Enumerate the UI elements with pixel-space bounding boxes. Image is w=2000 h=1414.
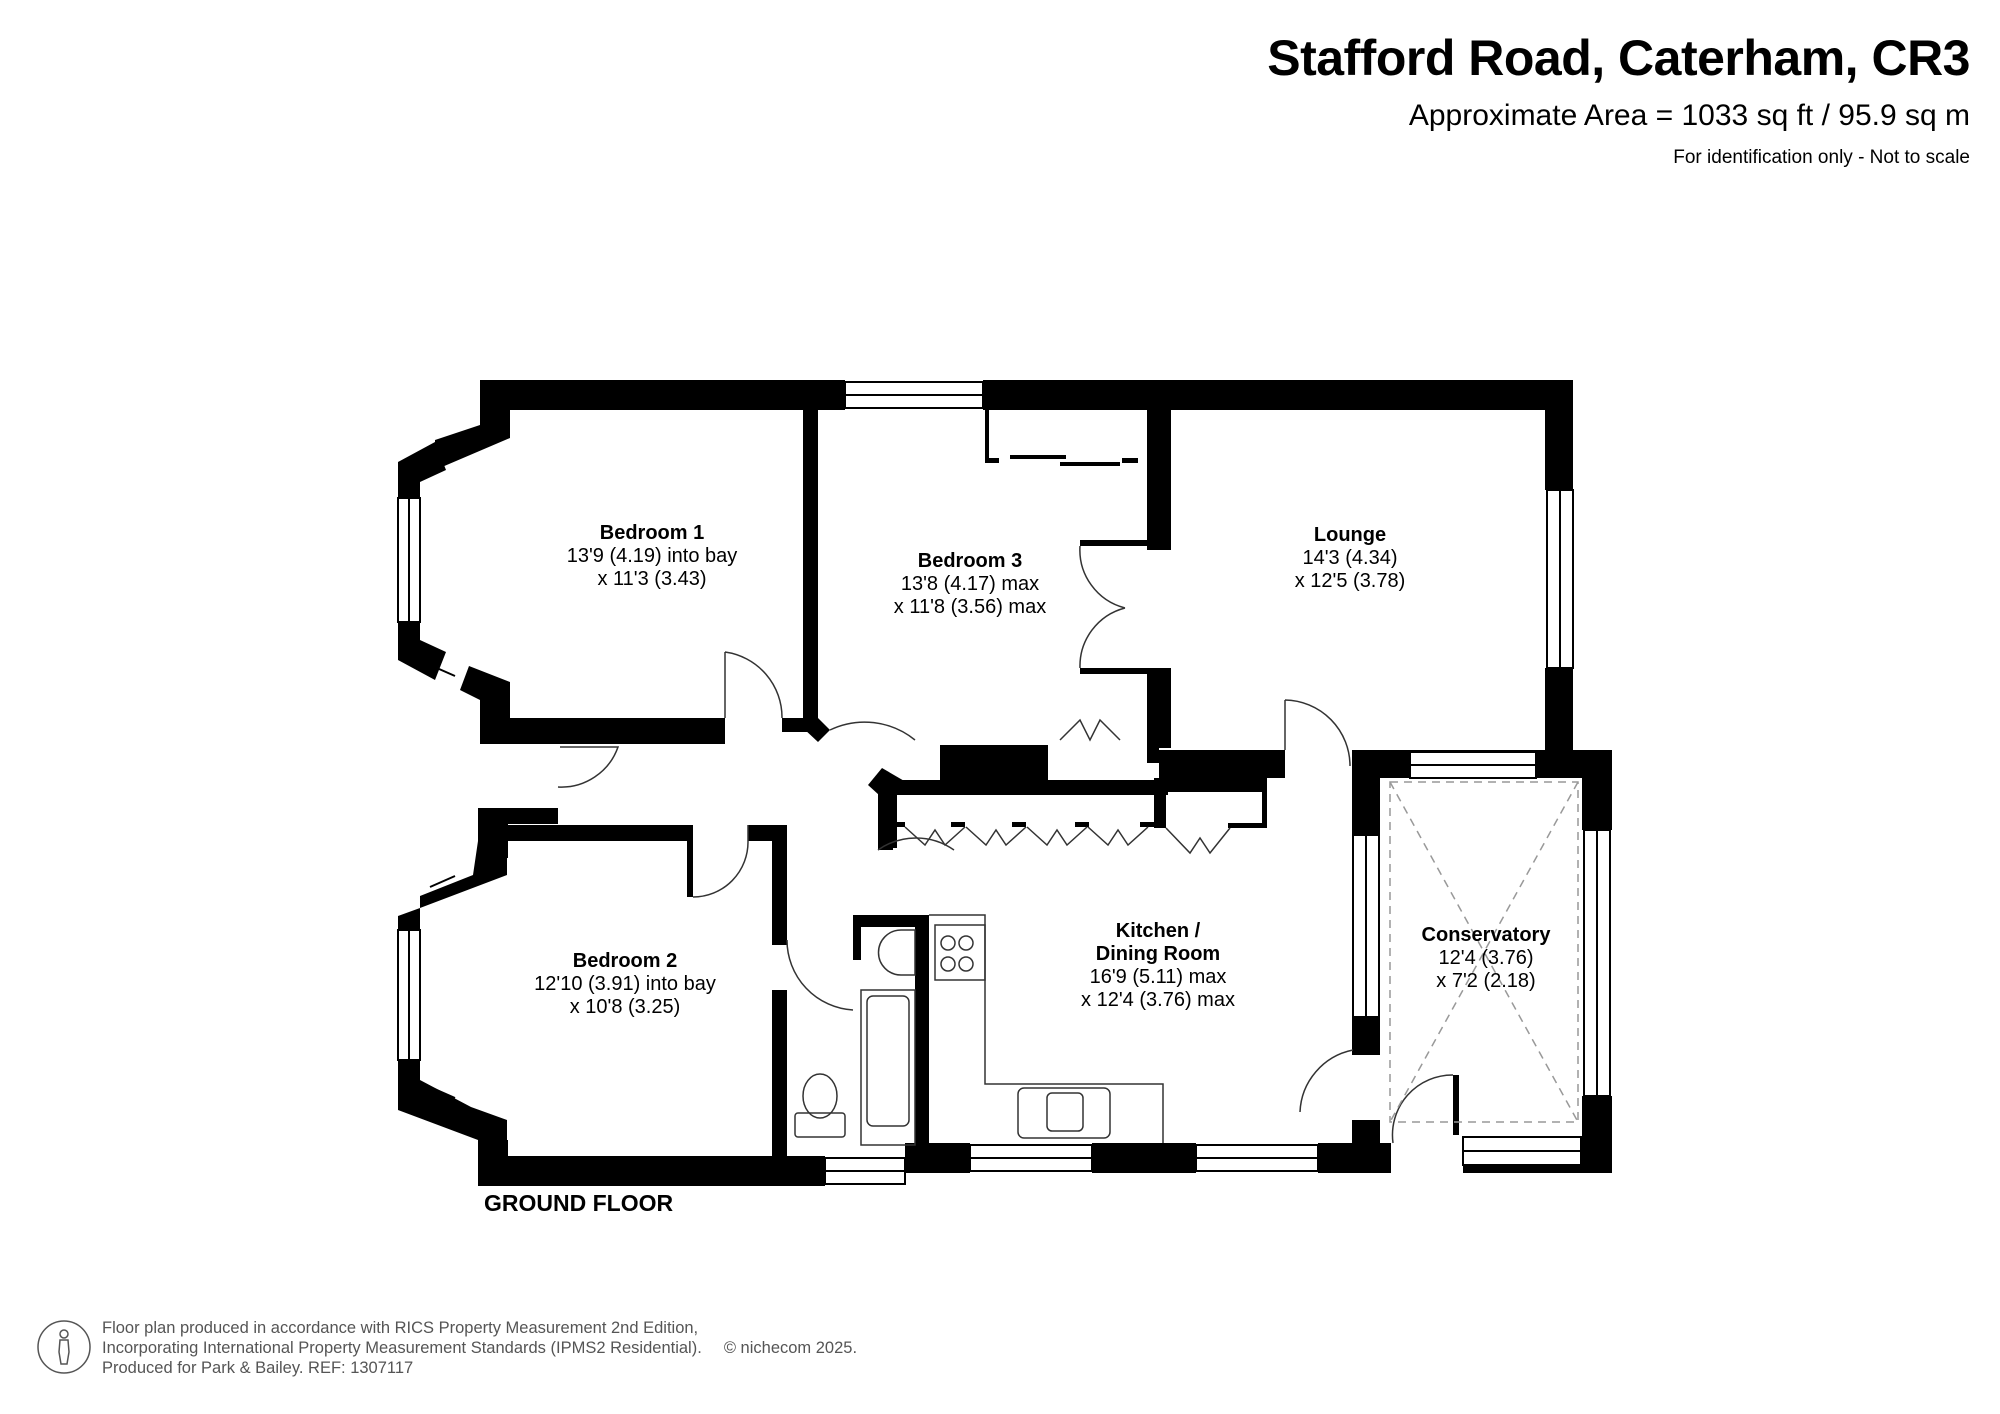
footer-line: Incorporating International Property Mea… — [102, 1338, 857, 1358]
room-dimension: x 11'8 (3.56) max — [893, 596, 1047, 618]
toilet-icon — [802, 1073, 838, 1119]
room-label-conservatory: Conservatory 12'4 (3.76) x 7'2 (2.18) — [1422, 924, 1551, 993]
room-name: Kitchen / — [1115, 920, 1201, 942]
room-dimension: x 11'3 (3.43) — [597, 568, 707, 590]
door-swings — [557, 545, 1454, 1144]
room-dimension: x 12'4 (3.76) max — [1081, 989, 1235, 1011]
bath-icon — [860, 989, 916, 1146]
sink-icon — [1017, 1087, 1111, 1139]
hob-icon — [934, 924, 986, 981]
room-name: Bedroom 2 — [572, 950, 678, 972]
walls — [398, 380, 1612, 1186]
windows — [397, 381, 1611, 1185]
copyright: © nichecom 2025. — [723, 1339, 858, 1357]
footer-text: Floor plan produced in accordance with R… — [102, 1318, 857, 1378]
plan-header: Stafford Road, Caterham, CR3 Approximate… — [1267, 28, 1970, 170]
room-dimension: x 12'5 (3.78) — [1294, 570, 1406, 592]
room-dimension: 12'10 (3.91) into bay — [534, 973, 716, 995]
room-name: Bedroom 1 — [599, 522, 705, 544]
room-dimension: x 10'8 (3.25) — [569, 996, 681, 1018]
room-label-kitchen-dining: Kitchen / Dining Room 16'9 (5.11) max x … — [1081, 920, 1235, 1012]
room-dimension: x 7'2 (2.18) — [1436, 970, 1536, 992]
scale-disclaimer: For identification only - Not to scale — [1673, 147, 1970, 168]
approximate-area: Approximate Area = 1033 sq ft / 95.9 sq … — [1408, 99, 1970, 132]
room-name: Dining Room — [1095, 943, 1221, 965]
room-dimension: 13'8 (4.17) max — [900, 573, 1040, 595]
room-dimension: 14'3 (4.34) — [1302, 547, 1398, 569]
room-dimension: 12'4 (3.76) — [1438, 947, 1534, 969]
footer: Floor plan produced in accordance with R… — [36, 1318, 857, 1378]
room-label-bedroom-3: Bedroom 3 13'8 (4.17) max x 11'8 (3.56) … — [894, 550, 1046, 619]
footer-line-text: Incorporating International Property Mea… — [102, 1339, 702, 1357]
footer-line: Floor plan produced in accordance with R… — [102, 1319, 699, 1337]
room-label-lounge: Lounge 14'3 (4.34) x 12'5 (3.78) — [1295, 524, 1406, 593]
conservatory-roof-lines — [1389, 781, 1579, 1123]
basin-icon — [877, 929, 916, 976]
room-name: Conservatory — [1421, 924, 1551, 946]
floor-label: GROUND FLOOR — [484, 1190, 674, 1216]
room-label-bedroom-2: Bedroom 2 12'10 (3.91) into bay x 10'8 (… — [534, 950, 716, 1019]
room-dimension: 13'9 (4.19) into bay — [566, 545, 738, 567]
footer-line: Produced for Park & Bailey. REF: 1307117 — [102, 1359, 414, 1377]
property-title: Stafford Road, Caterham, CR3 — [1267, 30, 1970, 86]
room-name: Lounge — [1313, 524, 1387, 546]
room-dimension: 16'9 (5.11) max — [1089, 966, 1227, 988]
room-label-bedroom-1: Bedroom 1 13'9 (4.19) into bay x 11'3 (3… — [567, 522, 738, 591]
fixtures — [794, 914, 1164, 1146]
person-in-circle-icon — [37, 1320, 91, 1374]
room-name: Bedroom 3 — [917, 550, 1023, 572]
